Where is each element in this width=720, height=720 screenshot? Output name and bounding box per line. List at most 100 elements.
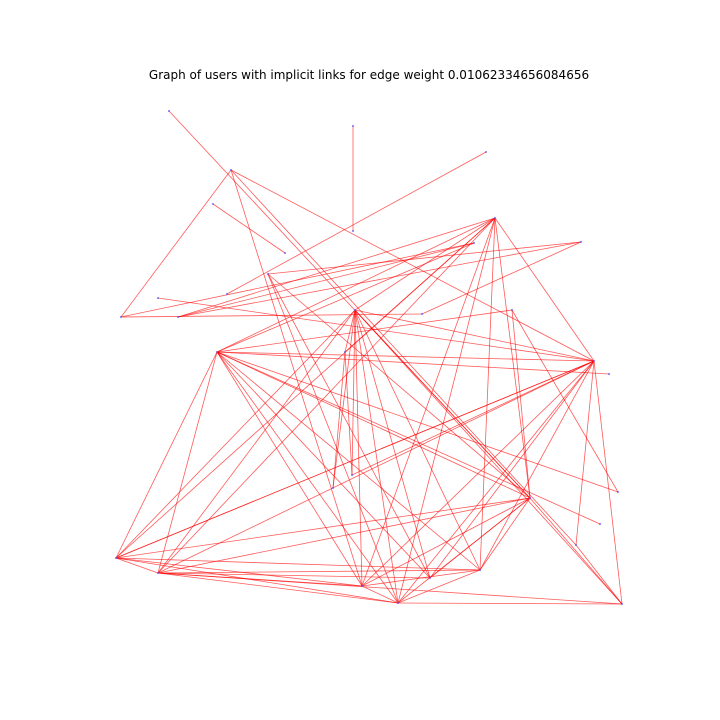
graph-edge — [511, 309, 531, 499]
graph-edge — [361, 217, 496, 587]
graph-edge — [354, 309, 363, 587]
graph-edge — [115, 360, 595, 559]
graph-edge — [177, 242, 475, 318]
graph-edge — [216, 242, 475, 353]
graph-edge — [267, 241, 582, 275]
graph-node — [428, 576, 432, 580]
graph-edge — [157, 572, 399, 604]
graph-node — [510, 308, 514, 312]
graph-edge — [157, 351, 218, 574]
graph-edge — [230, 169, 595, 362]
graph-node — [229, 168, 233, 172]
graph-node — [351, 229, 355, 233]
graph-edge — [216, 351, 481, 571]
graph-edge — [267, 273, 399, 604]
graph-edge — [230, 169, 577, 546]
graph-edge — [216, 351, 595, 362]
graph-node — [331, 486, 335, 490]
graph-edge — [216, 351, 601, 525]
graph-edge — [216, 309, 513, 353]
graph-node — [114, 556, 118, 560]
graph-node — [607, 372, 611, 376]
graph-node — [528, 496, 532, 500]
graph-edge — [157, 297, 595, 362]
graph-edge — [115, 557, 159, 574]
graph-edge — [332, 309, 356, 489]
graph-node — [472, 241, 476, 245]
graph-node — [167, 109, 171, 113]
edges-layer — [115, 110, 623, 605]
graph-edge — [344, 217, 496, 353]
graph-node — [211, 202, 215, 206]
graph-edge — [157, 360, 595, 574]
graph-edge — [511, 309, 619, 493]
graph-edge — [361, 569, 481, 587]
graph-node — [119, 315, 123, 319]
graph-edge — [216, 351, 619, 493]
graph-edge — [575, 544, 623, 605]
graph-edge — [115, 351, 218, 559]
graph-edge — [354, 309, 481, 571]
graph-edge — [157, 497, 531, 574]
graph-edge — [494, 217, 531, 499]
graph-edge — [354, 309, 595, 362]
graph-edge — [361, 360, 595, 587]
graph-edge — [177, 241, 582, 318]
graph-node — [598, 522, 602, 526]
graph-edge — [421, 241, 582, 315]
graph-edge — [351, 309, 356, 476]
graph-edge — [344, 351, 353, 476]
graph-edge — [479, 497, 531, 571]
graph-edge — [354, 309, 531, 499]
graph-edge — [120, 169, 232, 318]
graph-edge — [593, 360, 623, 605]
graph-node — [343, 350, 347, 354]
graph-node — [156, 571, 160, 575]
graph-edge — [361, 497, 531, 587]
graph-node — [616, 490, 620, 494]
graph-node — [225, 292, 229, 296]
graph-edge — [230, 169, 363, 587]
graph-edge — [479, 217, 496, 571]
graph-edge — [397, 602, 623, 605]
graph-edge — [177, 217, 496, 318]
graph-edge — [216, 217, 496, 353]
nodes-layer — [114, 109, 624, 606]
graph-edge — [157, 572, 623, 605]
graph-edge — [575, 360, 595, 546]
graph-node — [478, 568, 482, 572]
graph-node — [484, 150, 488, 154]
graph-node — [592, 359, 596, 363]
graph-edge — [344, 309, 356, 353]
graph-edge — [216, 351, 610, 375]
graph-edge — [361, 585, 399, 604]
graph-edge — [494, 217, 595, 362]
graph-node — [283, 251, 287, 255]
graph-edge — [157, 572, 431, 579]
graph-node — [176, 315, 180, 319]
graph-edge — [332, 351, 346, 489]
graph-edge — [120, 313, 423, 318]
graph-edge — [157, 309, 356, 574]
graph-node — [353, 308, 357, 312]
graph-node — [620, 602, 624, 606]
graph-edge — [226, 151, 487, 295]
graph-edge — [479, 360, 595, 571]
graph-edge — [115, 309, 356, 559]
graph-node — [350, 473, 354, 477]
graph-edge — [115, 557, 399, 604]
graph-edge — [529, 497, 623, 605]
graph-edge — [354, 309, 399, 604]
graph-edge — [397, 360, 595, 604]
graph-node — [351, 124, 355, 128]
graph-edge — [115, 557, 481, 571]
graph-edge — [267, 273, 531, 499]
graph-edge — [216, 351, 363, 587]
graph-edge — [354, 309, 623, 605]
figure-title: Graph of users with implicit links for e… — [148, 68, 590, 82]
graph-edge — [115, 497, 531, 559]
graph-edge — [351, 360, 595, 476]
graph-edge — [397, 569, 481, 604]
